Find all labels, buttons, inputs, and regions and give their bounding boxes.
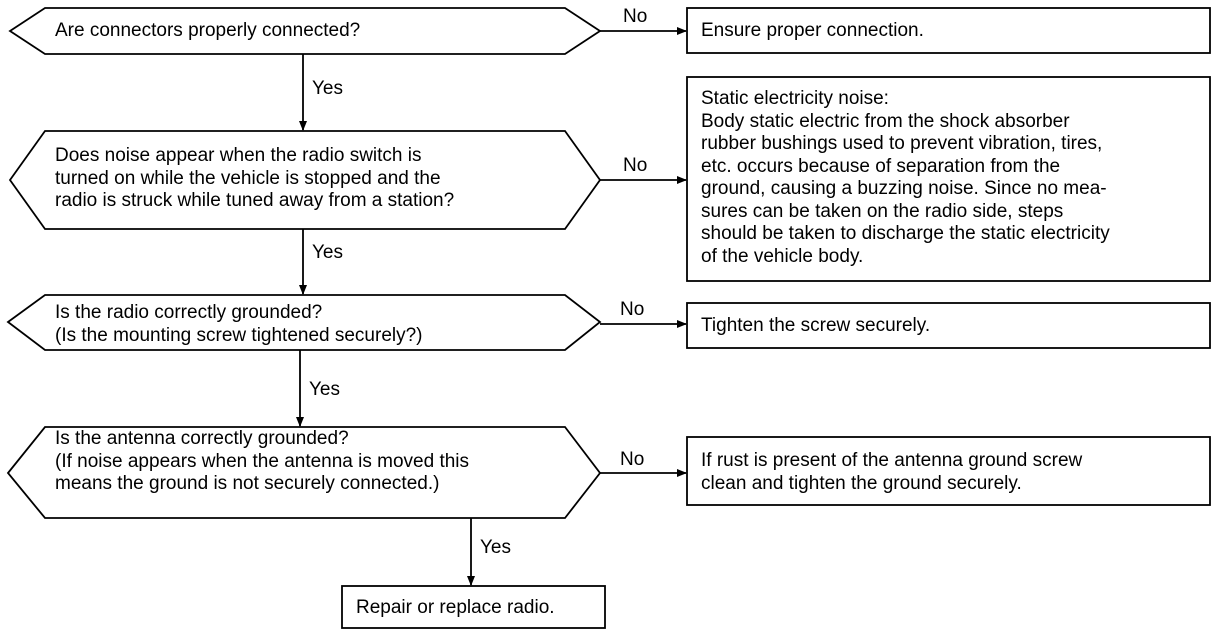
terminal-text-repair: Repair or replace radio. [356,597,555,618]
action-text-tighten-screw: Tighten the screw securely. [701,315,931,336]
action-box-tighten-screw [686,302,1211,349]
yes-label-4: Yes [480,537,511,558]
action-box-ensure-connection [686,7,1211,54]
no-label-1: No [623,6,648,27]
no-label-3: No [620,299,645,320]
decision-shape-radio-ground [6,294,602,351]
terminal-box-repair [341,585,606,629]
yes-label-2: Yes [312,242,343,263]
no-label-4: No [620,449,645,470]
action-text-static-noise: Static electricity noise: Body static el… [701,88,1110,267]
action-box-static-noise [686,76,1211,282]
action-text-antenna-rust: If rust is present of the antenna ground… [701,450,1083,494]
decision-text-connectors: Are connectors properly connected? [55,20,361,41]
action-box-antenna-rust [686,436,1211,506]
no-label-2: No [623,155,648,176]
yes-label-1: Yes [312,78,343,99]
decision-text-antenna-ground: Is the antenna correctly grounded? (If n… [55,428,470,494]
yes-label-3: Yes [309,379,340,400]
decision-text-noise-test: Does noise appear when the radio switch … [55,145,455,211]
action-text-ensure-connection: Ensure proper connection. [701,20,924,41]
decision-text-radio-ground: Is the radio correctly grounded? (Is the… [55,302,423,346]
